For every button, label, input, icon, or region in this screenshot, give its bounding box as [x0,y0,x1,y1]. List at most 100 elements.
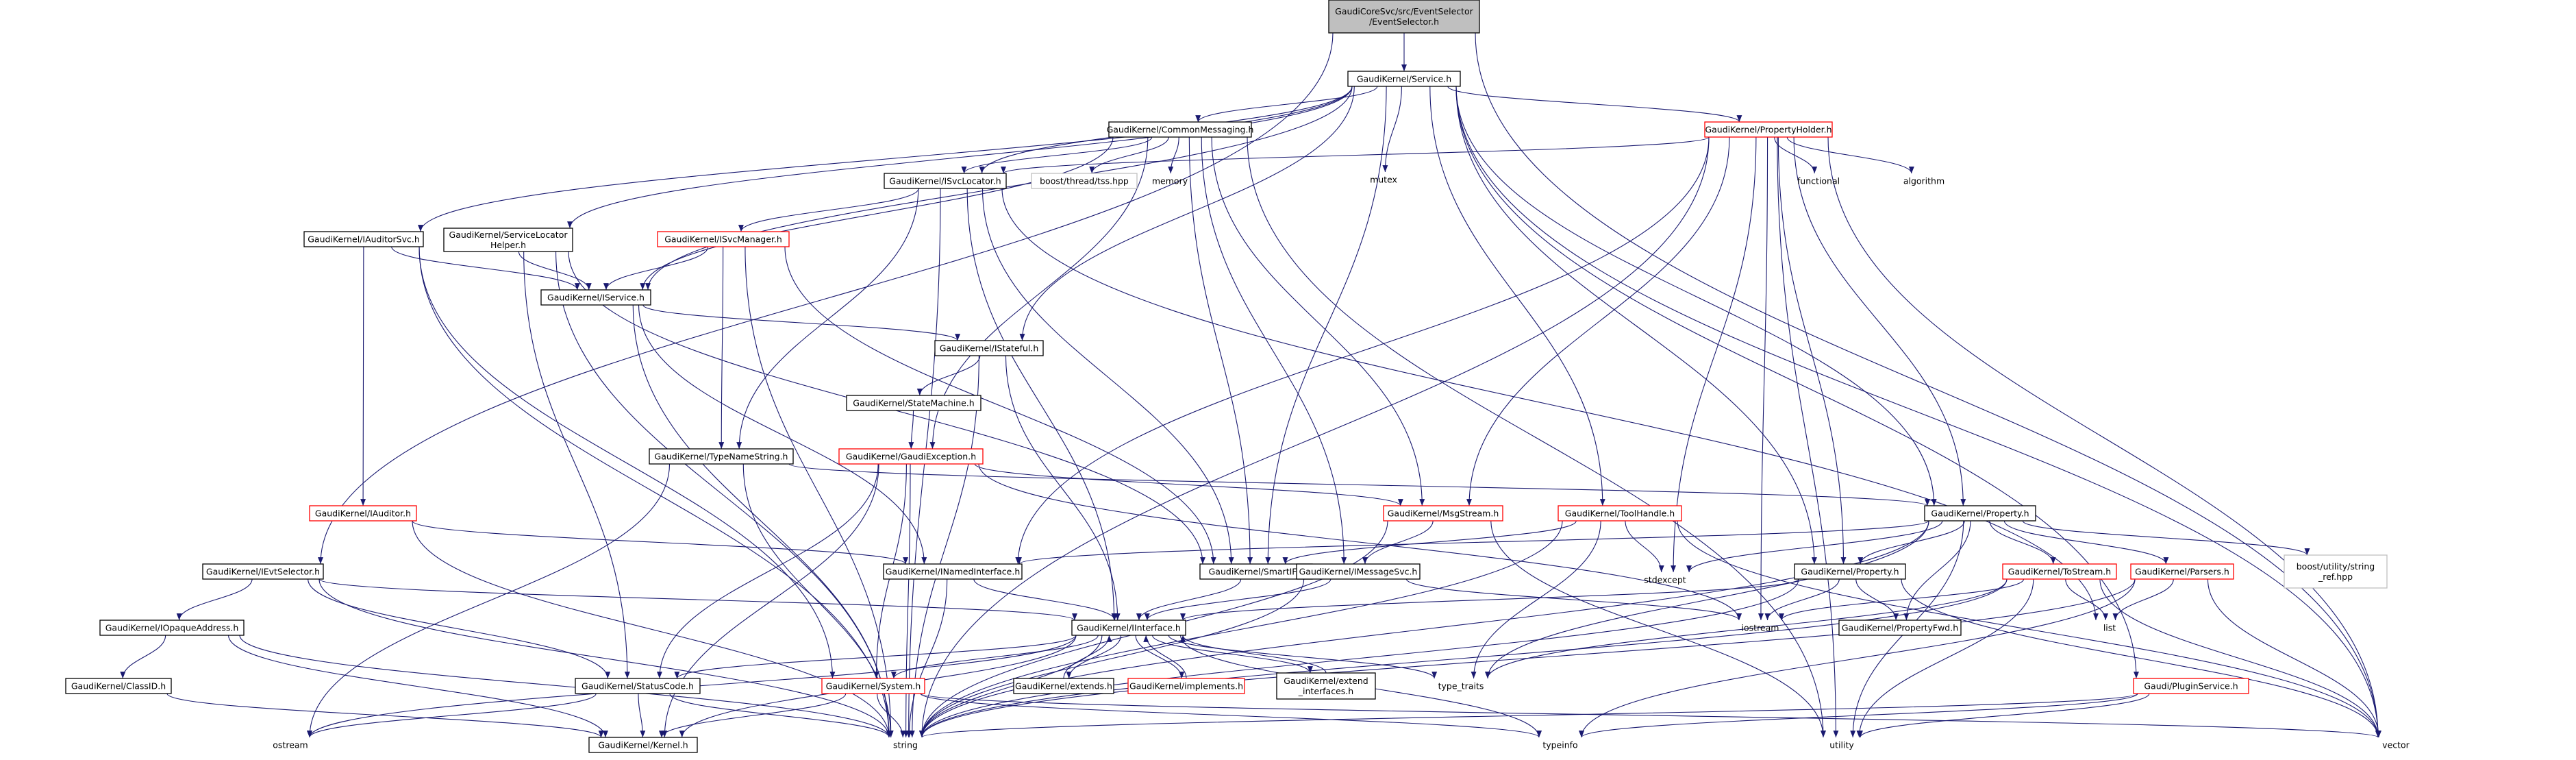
node-service[interactable]: GaudiKernel/Service.h [1347,71,1461,87]
node-iinterface[interactable]: GaudiKernel/IInterface.h [1071,620,1186,636]
node-kernel[interactable]: GaudiKernel/Kernel.h [588,737,698,753]
node-pluginsvc[interactable]: Gaudi/PluginService.h [2133,678,2249,694]
node-label: GaudiKernel/Parsers.h [2135,567,2229,577]
node-typetraits: type_traits [1438,681,1484,691]
node-msgstream[interactable]: GaudiKernel/MsgStream.h [1383,505,1503,522]
node-statemachine[interactable]: GaudiKernel/StateMachine.h [846,395,981,411]
node-root[interactable]: GaudiCoreSvc/src/EventSelector/EventSele… [1328,0,1480,34]
edge-evtselector-to-iinterface [318,578,1077,621]
node-statuscode[interactable]: GaudiKernel/StatusCode.h [575,678,701,694]
edge-property-to-propertyfwd [1903,520,1971,621]
node-boosttss[interactable]: boost/thread/tss.hpp [1031,173,1138,189]
node-label: GaudiKernel/System.h [826,681,921,691]
node-iservice[interactable]: GaudiKernel/IService.h [540,289,651,306]
node-functional: functional [1797,176,1840,186]
edge-iopaque-to-string [239,635,892,738]
node-parsers[interactable]: GaudiKernel/Parsers.h [2130,563,2234,580]
edge-statuscode-to-string [669,693,892,738]
node-smartif[interactable]: GaudiKernel/SmartIF.h [1199,563,1313,580]
node-label: GaudiKernel/IAuditor.h [315,508,411,519]
edge-evtselector-to-iopaque [176,578,253,621]
node-evtselector[interactable]: GaudiKernel/IEvtSelector.h [202,563,324,580]
edge-parsers-to-list [2112,578,2174,621]
node-typenamestring[interactable]: GaudiKernel/TypeNameString.h [649,448,794,465]
node-iauditor[interactable]: GaudiKernel/IAuditor.h [309,505,417,522]
edge-service-to-smartif [1265,86,1387,565]
node-property2[interactable]: GaudiKernel/Property.h [1794,563,1906,580]
edge-commonmsg-to-memory [1168,136,1179,174]
edge-service-to-vector [1455,86,2381,738]
node-boostutil[interactable]: boost/utility/string_ref.hpp [2284,554,2388,589]
node-propholder[interactable]: GaudiKernel/PropertyHolder.h [1704,121,1833,138]
edge-commonmsg-to-boosttss [1089,136,1169,174]
node-label: GaudiKernel/IOpaqueAddress.h [105,623,239,633]
node-label: GaudiKernel/CommonMessaging.h [1107,125,1254,135]
node-property[interactable]: GaudiKernel/Property.h [1924,505,2036,522]
node-istateful[interactable]: GaudiKernel/IStateful.h [934,340,1044,356]
node-mutex: mutex [1370,175,1397,185]
node-box [1328,0,1480,34]
node-toolhandle[interactable]: GaudiKernel/ToolHandle.h [1558,505,1682,522]
node-iopaque[interactable]: GaudiKernel/IOpaqueAddress.h [99,620,245,636]
node-tostream[interactable]: GaudiKernel/ToStream.h [2002,563,2117,580]
node-propertyfwd[interactable]: GaudiKernel/PropertyFwd.h [1838,620,1962,636]
edge-isvclocator-to-smartif [981,188,1234,565]
edge-propholder-to-string [919,136,1710,738]
edge-commonmsg-to-imessagesvc [1201,136,1347,565]
edge-property2-to-iinterface [1180,578,1799,621]
edge-commonmsg-to-iservice [640,136,1114,291]
edge-pluginsvc-to-string [919,693,2138,738]
node-label: GaudiKernel/GaudiException.h [846,452,976,462]
edge-svclochelper-to-iservice [518,251,592,291]
node-extends[interactable]: GaudiKernel/extends.h [1013,678,1114,694]
node-implements[interactable]: GaudiKernel/implements.h [1127,678,1245,694]
node-imessagesvc[interactable]: GaudiKernel/IMessageSvc.h [1296,563,1421,580]
edge-isvclocator-to-iinterface [966,188,1117,621]
node-label: GaudiKernel/INamedInterface.h [886,567,1021,577]
edge-iinterface-to-system [890,635,1099,679]
edge-system-to-typeinfo [920,693,1542,738]
node-isvcmanager[interactable]: GaudiKernel/ISvcManager.h [657,231,790,247]
node-extendintf[interactable]: GaudiKernel/extend_interfaces.h [1276,672,1376,700]
edge-svclochelper-to-statuscode [523,251,630,679]
node-iauditorsvc[interactable]: GaudiKernel/IAuditorSvc.h [303,231,424,247]
node-inamed[interactable]: GaudiKernel/INamedInterface.h [883,563,1023,580]
node-isvclocator[interactable]: GaudiKernel/ISvcLocator.h [884,173,1007,189]
node-box [1013,678,1114,694]
edge-istateful-to-string [909,355,979,738]
edge-classid-to-kernel [166,693,604,738]
node-label: GaudiKernel/StatusCode.h [582,681,694,691]
edge-toolhandle-to-stdexcept [1625,520,1664,573]
edge-property-to-typetraits [1485,520,1929,679]
node-typeinfo: typeinfo [1542,740,1577,750]
node-commonmsg[interactable]: GaudiKernel/CommonMessaging.h [1107,121,1254,138]
node-classid[interactable]: GaudiKernel/ClassID.h [65,678,172,694]
edge-gaudiexception-to-iostream [978,463,1742,621]
node-label: GaudiKernel/IMessageSvc.h [1299,567,1418,577]
edge-isvcmanager-to-iservice [603,246,709,291]
node-box [1071,620,1186,636]
edge-iservice-to-inamed [638,304,927,565]
node-gaudiexception[interactable]: GaudiKernel/GaudiException.h [838,448,984,465]
edge-service-to-commonmsg [1195,86,1378,123]
edge-system-to-vector [920,693,2381,738]
node-label: algorithm [1903,176,1944,186]
node-label: GaudiKernel/ServiceLocator [449,230,568,240]
edge-propholder-to-isvclocator [1001,136,1710,174]
node-label: GaudiKernel/ToStream.h [2008,567,2111,577]
edge-inamed-to-iinterface [973,578,1118,621]
edge-iinterface-to-extends [1066,635,1122,679]
node-label: type_traits [1438,681,1484,691]
edge-evtselector-to-string [318,578,892,738]
edge-istateful-to-iinterface [1005,355,1121,621]
edge-service-to-property [1455,86,1937,506]
edge-parsers-to-typeinfo [1579,578,2136,738]
node-box [540,289,651,306]
node-algorithm: algorithm [1903,176,1944,186]
node-label: GaudiKernel/ISvcLocator.h [889,176,1001,186]
node-box [838,448,984,465]
edge-iinterface-to-statuscode [674,635,1077,679]
edge-property2-to-vector [1901,578,2381,738]
node-system[interactable]: GaudiKernel/System.h [821,678,925,694]
